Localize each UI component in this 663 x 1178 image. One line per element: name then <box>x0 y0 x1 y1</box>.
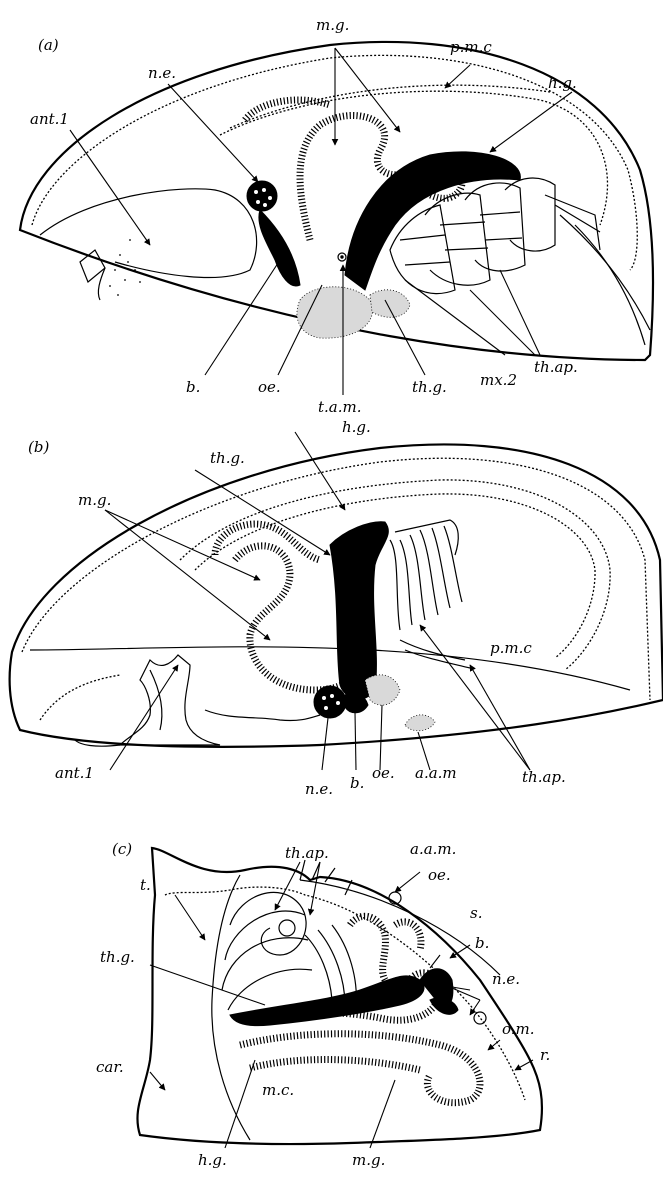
panel-b-label-aam: a.a.m <box>415 764 457 782</box>
panel-c-label-mc: m.c. <box>262 1081 294 1099</box>
panel-b-label-hg: h.g. <box>342 418 371 436</box>
panel-b-label: (b) <box>28 438 49 456</box>
panel-b-label-pmc: p.m.c <box>490 639 532 657</box>
panel-b: (b) <box>10 418 663 798</box>
panel-a-label-ant1: ant.1 <box>30 110 69 128</box>
panel-a-label-mx2: mx.2 <box>480 371 517 389</box>
panel-c-label: (c) <box>112 840 132 858</box>
panel-c-label-t: t. <box>140 876 151 894</box>
panel-b-label-mg: m.g. <box>78 491 111 509</box>
panel-c-label-hg: h.g. <box>198 1151 227 1169</box>
panel-c-label-ne: n.e. <box>492 970 520 988</box>
panel-a-label-ne: n.e. <box>148 64 176 82</box>
panel-b-thoracic-appendages <box>390 520 470 668</box>
panel-a-hepatic-gland <box>345 152 520 290</box>
panel-a-naupliar-eye <box>247 181 277 211</box>
panel-c-label-mg: m.g. <box>352 1151 385 1169</box>
panel-a: (a) <box>20 16 653 416</box>
panel-a-label-oe: oe. <box>258 378 281 396</box>
panel-b-label-ant1: ant.1 <box>55 764 94 782</box>
panel-b-label-thg: th.g. <box>210 449 245 467</box>
panel-a-label-mg: m.g. <box>316 16 349 34</box>
panel-b-naupliar-eye <box>314 686 346 718</box>
panel-c-label-car: car. <box>96 1058 124 1076</box>
panel-a-label-thap: th.ap. <box>534 358 578 376</box>
panel-a-label: (a) <box>38 36 59 54</box>
panel-c-label-b: b. <box>475 934 489 952</box>
panel-b-label-ne: n.e. <box>305 780 333 798</box>
panel-b-label-thap: th.ap. <box>522 768 566 786</box>
panel-b-oesophagus-region <box>365 675 400 705</box>
panel-c: (c) <box>96 840 550 1169</box>
panel-a-label-hg: h.g. <box>548 74 577 92</box>
panel-a-label-b: b. <box>186 378 200 396</box>
panel-c-label-aam: a.a.m. <box>410 840 456 858</box>
panel-a-label-thg: th.g. <box>412 378 447 396</box>
panel-a-label-pmc: p.m.c <box>450 38 492 56</box>
panel-a-antenna1 <box>40 189 257 278</box>
panel-c-label-oe: oe. <box>428 866 451 884</box>
panel-c-label-om: o.m. <box>502 1020 535 1038</box>
panel-b-label-b: b. <box>350 774 364 792</box>
panel-c-label-thg: th.g. <box>100 948 135 966</box>
panel-a-label-tam: t.a.m. <box>318 398 362 416</box>
panel-b-label-oe: oe. <box>372 764 395 782</box>
panel-b-hepatic-gland <box>330 522 388 699</box>
panel-c-label-thap: th.ap. <box>285 844 329 862</box>
panel-c-label-r: r. <box>540 1046 550 1064</box>
panel-c-label-s: s. <box>470 904 482 922</box>
